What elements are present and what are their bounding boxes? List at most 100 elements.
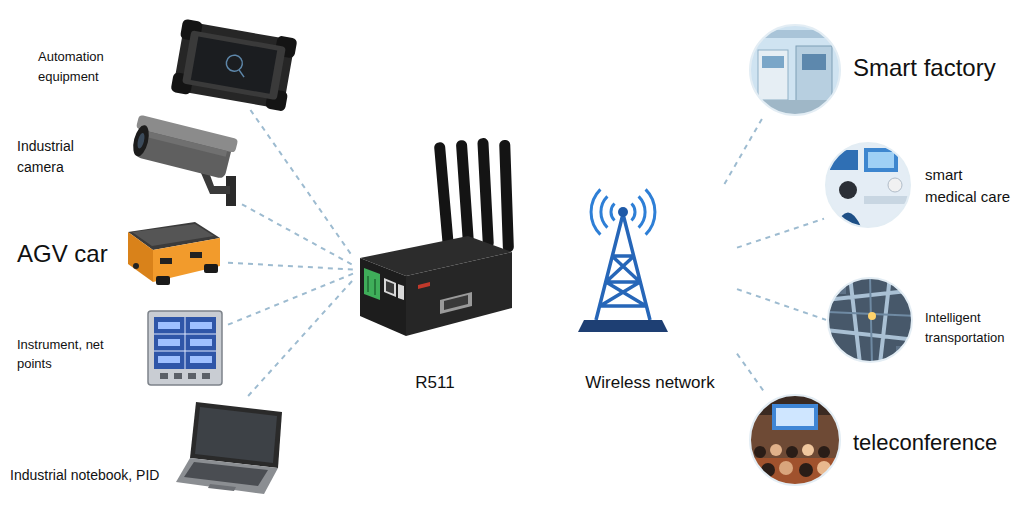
factory-photo — [748, 23, 843, 118]
agv-icon — [128, 232, 153, 282]
medical-photo — [839, 181, 857, 199]
medical-photo — [864, 196, 908, 204]
agv-icon — [156, 276, 170, 285]
instrument-icon — [158, 339, 180, 346]
instrument-icon — [174, 373, 182, 379]
dashed-connector — [737, 289, 826, 320]
device-node: AGV car — [14, 214, 228, 292]
transport-photo — [826, 276, 916, 364]
laptop-icon — [176, 458, 278, 494]
node-label: Automation equipment — [38, 47, 128, 87]
router-icon — [386, 281, 394, 294]
laptop-icon — [190, 402, 282, 468]
conference-photo — [776, 408, 814, 426]
dashed-connector — [242, 204, 353, 265]
node-label: R511 — [353, 372, 517, 394]
agv-icon — [190, 252, 202, 258]
factory-photo — [802, 54, 826, 70]
conference-photo — [754, 446, 766, 458]
instrument-icon — [154, 334, 216, 335]
laptop-icon — [208, 484, 236, 491]
agv-icon — [133, 263, 139, 269]
conference-photo — [818, 446, 830, 458]
transport-photo — [826, 276, 916, 364]
tower-icon — [639, 196, 645, 227]
conference-photo-rim — [750, 395, 840, 485]
router-icon — [398, 284, 404, 300]
agv-icon — [153, 238, 220, 282]
tower-icon — [632, 204, 636, 221]
router-icon — [360, 138, 514, 336]
tablet-icon — [182, 30, 286, 100]
instrument-icon — [188, 373, 196, 379]
instrument-icon — [190, 339, 212, 346]
conference-photo — [770, 444, 782, 456]
router-icon — [374, 279, 376, 295]
router-icon — [418, 282, 430, 289]
dashed-connector — [737, 354, 764, 392]
transport-photo — [826, 276, 916, 364]
laptop-icon — [184, 462, 268, 486]
node-label: Industrial notebook, PID — [10, 465, 180, 485]
conference-photo — [817, 461, 831, 475]
camera-icon — [136, 132, 146, 149]
node-label: Instrument, net points — [17, 335, 132, 373]
router-icon — [360, 258, 406, 336]
factory-photo-rim — [750, 25, 840, 115]
conference-photo — [748, 393, 843, 488]
tablet-icon — [170, 19, 297, 112]
tower-icon — [604, 204, 605, 220]
medical-photo-rim — [826, 143, 910, 227]
router-icon — [367, 276, 369, 292]
tablet-icon — [173, 21, 295, 109]
instrument-icon — [148, 311, 222, 385]
node-label: Wireless network — [566, 372, 734, 394]
router-icon — [477, 138, 494, 248]
node-label: smart medical care — [925, 164, 1017, 208]
router-icon — [499, 140, 514, 252]
camera-icon — [130, 124, 151, 158]
instrument-icon — [185, 317, 186, 369]
router-icon — [444, 295, 468, 310]
tablet-icon — [191, 37, 277, 94]
conference-photo — [786, 446, 798, 458]
factory-photo — [748, 23, 843, 118]
instrument-icon — [154, 351, 216, 352]
agv-icon — [160, 258, 172, 264]
transport-photo — [826, 276, 916, 364]
tablet-icon — [225, 54, 244, 73]
tower-icon — [601, 196, 607, 227]
application-node: Intelligent transportation — [826, 276, 1025, 364]
transport-photo — [868, 312, 876, 320]
tower-icon — [591, 189, 600, 234]
medical-photo — [868, 152, 894, 168]
dashed-connector — [737, 219, 824, 248]
router-node: R511 — [353, 132, 520, 400]
tower-icon — [611, 204, 615, 221]
router-icon — [364, 268, 380, 300]
instrument-icon — [158, 322, 180, 329]
tower-icon — [578, 189, 668, 332]
tower-icon — [618, 207, 628, 217]
medical-photo — [824, 141, 914, 229]
agv-icon — [128, 222, 220, 285]
camera-icon — [129, 115, 238, 206]
conference-photo — [748, 458, 843, 488]
tower-icon — [578, 320, 668, 332]
camera-icon — [129, 115, 238, 180]
factory-photo — [762, 56, 784, 68]
dashed-connector — [250, 110, 353, 257]
instrument-icon — [202, 373, 210, 379]
instrument-icon — [160, 373, 168, 379]
conference-photo — [748, 393, 843, 488]
instrument-icon — [190, 322, 212, 329]
router-icon — [434, 142, 454, 249]
instrument-icon — [154, 317, 216, 369]
tablet-icon — [238, 70, 245, 77]
tower-icon — [646, 189, 655, 234]
laptop-icon — [176, 402, 282, 494]
camera-icon — [142, 130, 227, 157]
dashed-connector — [248, 280, 353, 396]
tower-icon — [596, 214, 650, 320]
conference-photo — [802, 444, 814, 456]
